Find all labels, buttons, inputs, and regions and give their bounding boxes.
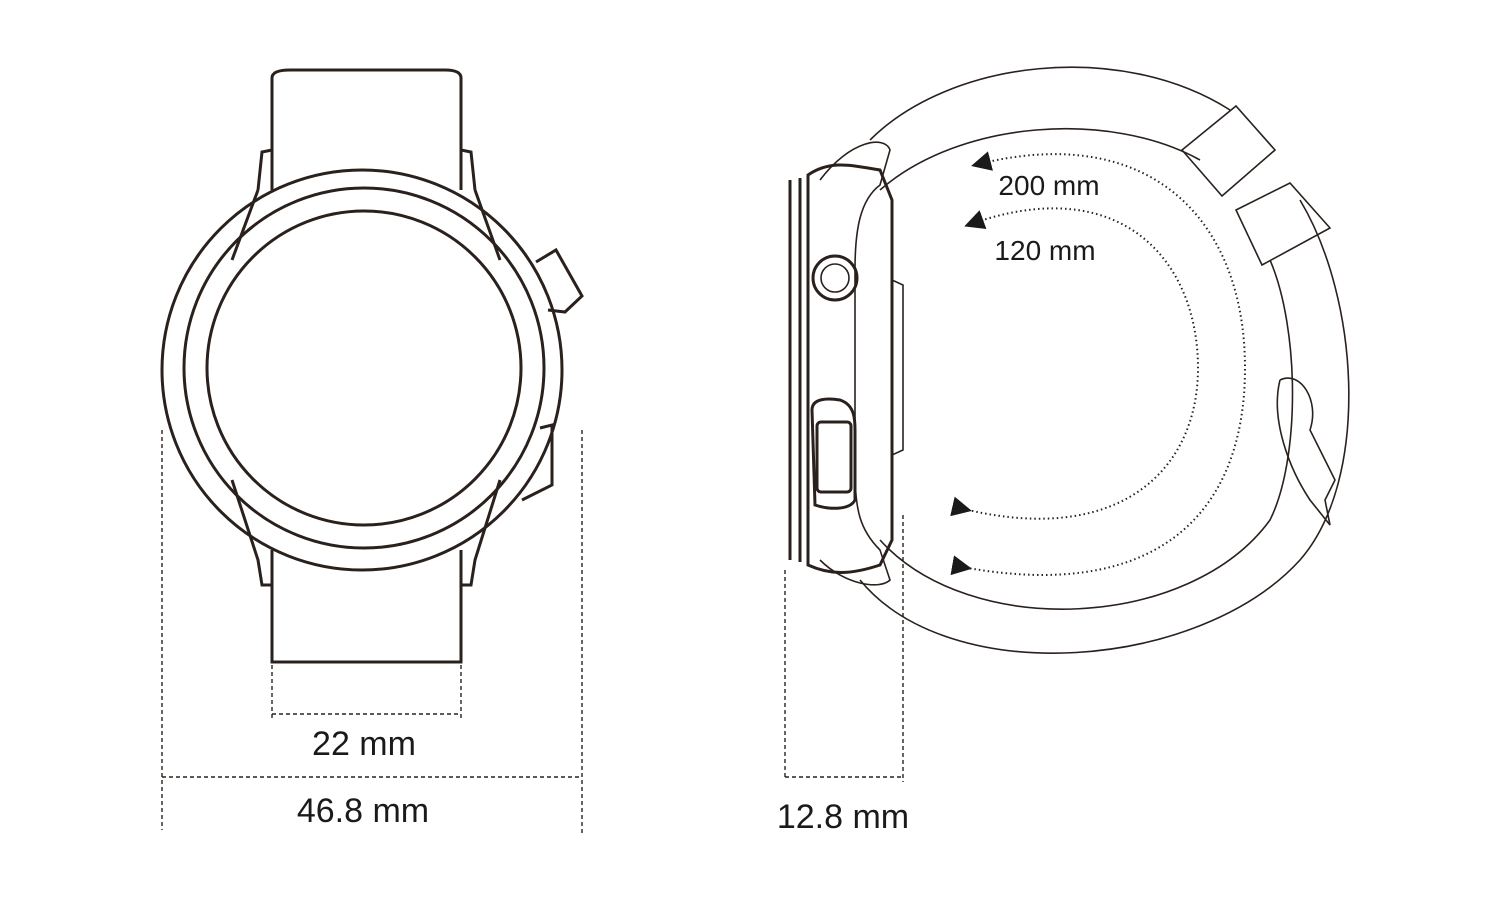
max-wrist-label: 200 mm [998,170,1100,201]
band-inner [879,127,1294,610]
front-watch-illustration [160,68,584,664]
crown-button-bottom [521,423,554,502]
outer-case [160,168,564,572]
crown-button-top [535,247,584,314]
wrist-size-arcs [950,151,1247,576]
band-clasp [1276,377,1336,526]
arc-120mm [950,207,1200,520]
band-lug [819,141,891,586]
crown [811,254,859,302]
band-loop-2 [1234,182,1332,267]
band-width-label: 22 mm [312,725,416,763]
band-outer [859,66,1350,654]
thickness-label: 12.8 mm [776,798,910,836]
side-dimension-lines [784,515,904,782]
band-loop-1 [1180,104,1277,198]
sensor-window [815,420,853,494]
front-dimension-lines [161,430,583,835]
arc-200mm [950,151,1247,576]
side-watch-illustration [788,66,1350,654]
bottom-strap [270,550,463,664]
case-width-label: 46.8 mm [296,792,430,830]
min-wrist-label: 120 mm [994,235,1096,266]
bezel-ring [182,186,546,550]
top-strap [270,68,463,190]
case-side [788,163,894,574]
screen [205,209,523,527]
right-lugs [460,148,502,587]
side-button [810,397,857,510]
